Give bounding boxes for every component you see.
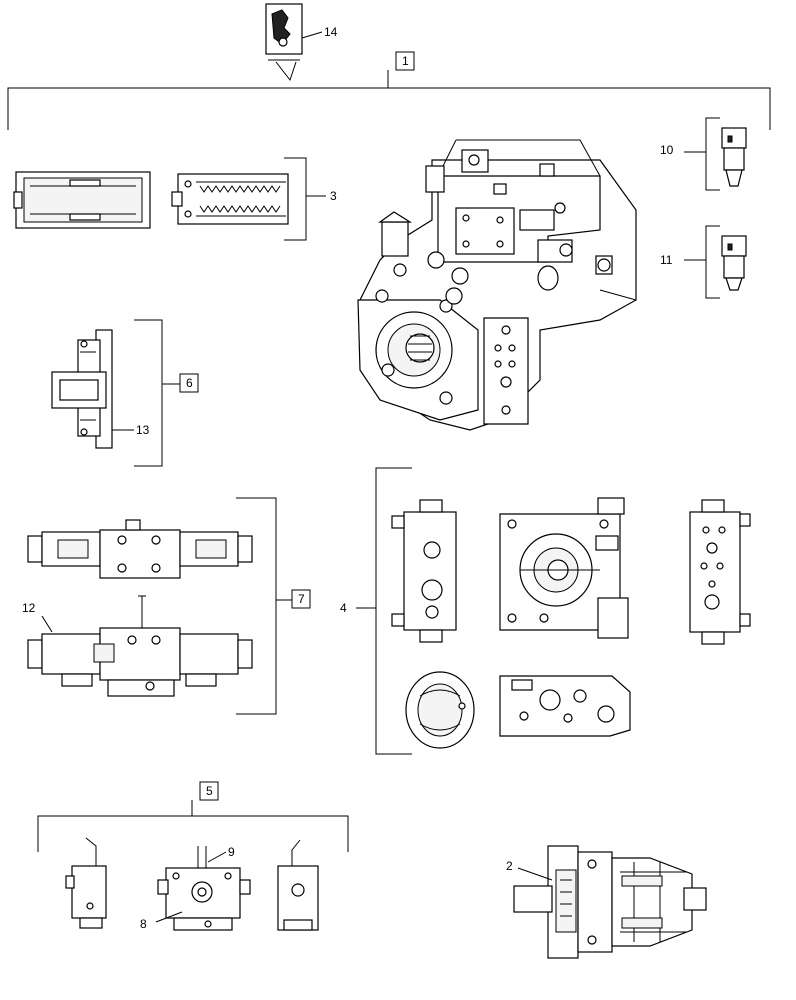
- callout-7-box[interactable]: 7: [291, 589, 311, 609]
- bracket-10: [684, 117, 720, 191]
- part-4-swash-plate[interactable]: [405, 671, 475, 749]
- callout-5[interactable]: 5: [206, 784, 213, 798]
- leader-9: [207, 851, 227, 863]
- callout-1-box[interactable]: 1: [395, 51, 415, 71]
- part-12-solenoid-valve-bottom[interactable]: [27, 595, 253, 697]
- callout-6[interactable]: 6: [186, 376, 193, 390]
- part-4-housing-side-left[interactable]: [391, 499, 457, 643]
- leader-14: [301, 31, 323, 39]
- part-13-control-module[interactable]: [51, 329, 113, 449]
- part-4-housing-lower[interactable]: [499, 675, 631, 737]
- callout-6-box[interactable]: 6: [179, 373, 199, 393]
- bracket-6: [134, 319, 180, 467]
- bracket-11: [684, 225, 720, 299]
- leader-2: [517, 867, 553, 881]
- part-5-control-side-right[interactable]: [277, 839, 319, 931]
- part-valve-body-left[interactable]: [13, 171, 151, 229]
- part-10-cartridge-valve[interactable]: [721, 127, 747, 187]
- leader-8: [155, 911, 183, 923]
- bracket-1: [7, 70, 771, 130]
- part-4-housing-front[interactable]: [499, 497, 629, 639]
- callout-11[interactable]: 11: [660, 253, 673, 267]
- callout-7[interactable]: 7: [298, 592, 305, 606]
- part-5-control-side-left[interactable]: [65, 837, 107, 929]
- part-2-rotating-group[interactable]: [513, 845, 707, 959]
- callout-1[interactable]: 1: [402, 54, 409, 68]
- part-11-cartridge-valve[interactable]: [721, 235, 747, 291]
- callout-3[interactable]: 3: [330, 189, 337, 203]
- part-7-solenoid-valve-top[interactable]: [27, 519, 253, 579]
- bracket-7: [236, 497, 292, 715]
- bracket-5: [37, 800, 349, 852]
- callout-12[interactable]: 12: [22, 601, 36, 615]
- callout-14[interactable]: 14: [324, 25, 338, 39]
- part-5-control-front[interactable]: [157, 846, 251, 931]
- bracket-4: [356, 467, 412, 755]
- leader-12: [41, 615, 53, 633]
- main-pump-assembly[interactable]: [357, 139, 637, 431]
- callout-10[interactable]: 10: [660, 143, 674, 157]
- callout-4[interactable]: 4: [340, 601, 347, 615]
- callout-2[interactable]: 2: [506, 859, 513, 873]
- callout-13[interactable]: 13: [136, 423, 150, 437]
- callout-9[interactable]: 9: [228, 845, 235, 859]
- part-14-manual-kit[interactable]: [265, 3, 303, 82]
- callout-8[interactable]: 8: [140, 917, 147, 931]
- part-3-spring-valve[interactable]: [171, 173, 289, 225]
- bracket-3: [284, 157, 326, 241]
- part-4-housing-side-right[interactable]: [689, 499, 751, 645]
- callout-5-box[interactable]: 5: [199, 781, 219, 801]
